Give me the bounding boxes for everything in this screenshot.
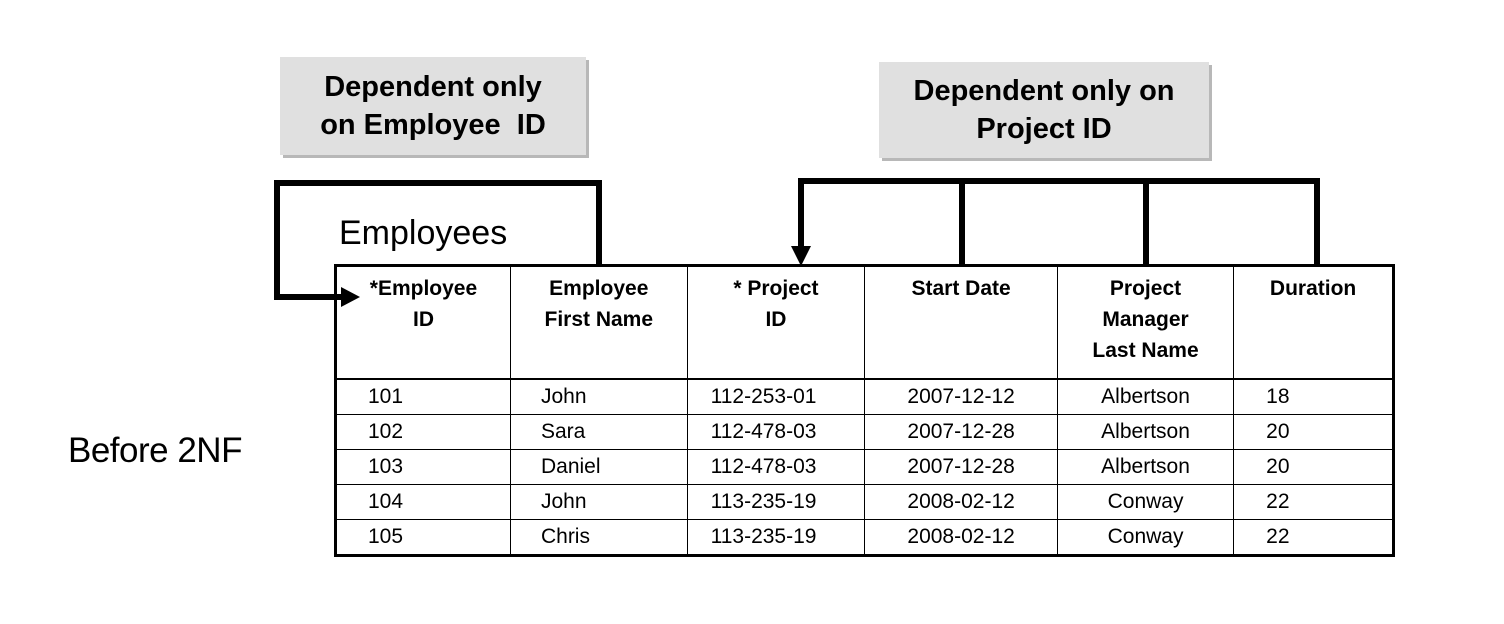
- cell-duration: 22: [1233, 519, 1394, 556]
- table-row: 104 John 113-235-19 2008-02-12 Conway 22: [335, 484, 1394, 520]
- cell-manager-last-name: Conway: [1056, 519, 1235, 556]
- callout-line: Dependent only on: [913, 75, 1175, 107]
- callout-line: on Employee ID: [320, 109, 546, 141]
- cell-employee-id: 102: [335, 414, 511, 450]
- header-employee-first-name: Employee First Name: [509, 265, 688, 380]
- header-line: Manager: [1102, 308, 1189, 331]
- cell-project-id: 112-478-03: [686, 414, 866, 450]
- project-dependency-line: [798, 178, 1320, 264]
- cell-project-id: 112-253-01: [686, 378, 866, 415]
- cell-duration: 18: [1233, 378, 1394, 415]
- table-row: 105 Chris 113-235-19 2008-02-12 Conway 2…: [335, 519, 1394, 556]
- cell-project-id: 112-478-03: [686, 449, 866, 485]
- cell-start-date: 2007-12-12: [864, 378, 1058, 415]
- project-dependency-callout: Dependent only on Project ID: [879, 62, 1209, 158]
- cell-employee-id: 104: [335, 484, 511, 520]
- cell-duration: 20: [1233, 449, 1394, 485]
- cell-start-date: 2008-02-12: [864, 519, 1058, 556]
- cell-first-name: John: [509, 484, 688, 520]
- cell-employee-id: 101: [335, 378, 511, 415]
- table-row: 101 John 112-253-01 2007-12-12 Albertson…: [335, 378, 1394, 415]
- header-line: ID: [412, 308, 434, 331]
- cell-start-date: 2008-02-12: [864, 484, 1058, 520]
- table-header-row: *Employee ID Employee First Name * Proje…: [335, 265, 1394, 380]
- header-line: First Name: [544, 308, 654, 331]
- header-employee-id: *Employee ID: [335, 265, 511, 380]
- cell-duration: 20: [1233, 414, 1394, 450]
- project-dependency-arrowhead: [791, 246, 811, 266]
- cell-first-name: Sara: [509, 414, 688, 450]
- table-title: Employees: [339, 214, 508, 252]
- header-line: Last Name: [1092, 339, 1199, 362]
- header-line: * Project: [733, 277, 819, 300]
- cell-employee-id: 105: [335, 519, 511, 556]
- callout-line: Dependent only: [324, 71, 542, 103]
- header-line: Duration: [1269, 277, 1357, 300]
- employee-dependency-line: [274, 180, 602, 300]
- cell-duration: 22: [1233, 484, 1394, 520]
- callout-line: Project ID: [976, 113, 1112, 145]
- cell-manager-last-name: Albertson: [1056, 414, 1235, 450]
- header-start-date: Start Date: [864, 265, 1058, 380]
- header-line: ID: [765, 308, 787, 331]
- cell-employee-id: 103: [335, 449, 511, 485]
- header-project-id: * Project ID: [686, 265, 866, 380]
- table-row: 103 Daniel 112-478-03 2007-12-28 Alberts…: [335, 449, 1394, 485]
- header-line: Start Date: [911, 277, 1011, 300]
- employee-dependency-callout: Dependent only on Employee ID: [280, 57, 586, 155]
- header-line: Project: [1109, 277, 1182, 300]
- before-2nf-label: Before 2NF: [68, 431, 242, 470]
- header-project-manager-last-name: Project Manager Last Name: [1056, 265, 1235, 380]
- header-duration: Duration: [1233, 265, 1394, 380]
- table-row: 102 Sara 112-478-03 2007-12-28 Albertson…: [335, 414, 1394, 450]
- cell-start-date: 2007-12-28: [864, 414, 1058, 450]
- cell-manager-last-name: Albertson: [1056, 449, 1235, 485]
- cell-project-id: 113-235-19: [686, 519, 866, 556]
- cell-first-name: Chris: [509, 519, 688, 556]
- cell-project-id: 113-235-19: [686, 484, 866, 520]
- cell-first-name: John: [509, 378, 688, 415]
- cell-manager-last-name: Conway: [1056, 484, 1235, 520]
- cell-manager-last-name: Albertson: [1056, 378, 1235, 415]
- cell-start-date: 2007-12-28: [864, 449, 1058, 485]
- header-line: *Employee: [369, 277, 478, 300]
- header-line: Employee: [549, 277, 649, 300]
- cell-first-name: Daniel: [509, 449, 688, 485]
- employees-table: *Employee ID Employee First Name * Proje…: [334, 264, 1395, 557]
